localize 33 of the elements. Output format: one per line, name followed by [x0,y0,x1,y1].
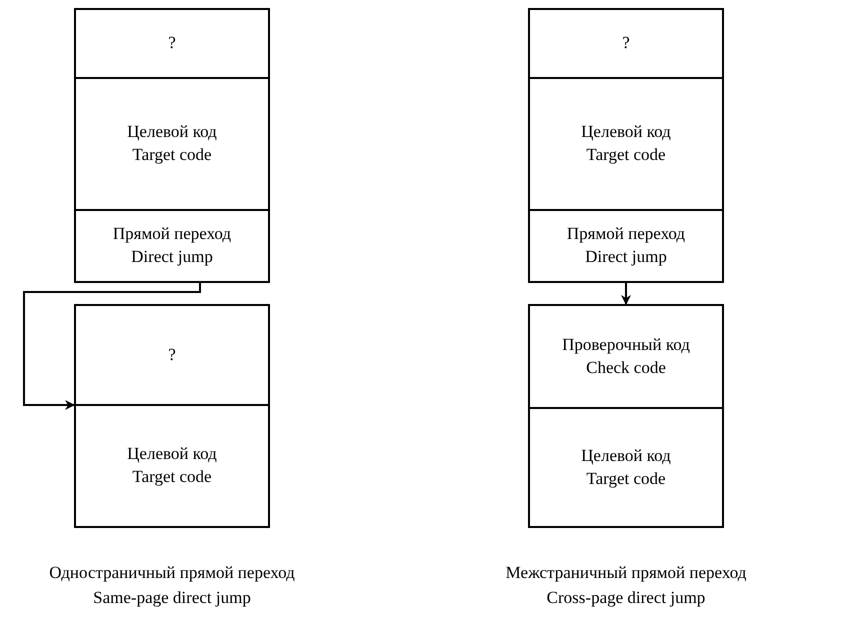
arrow [621,283,631,305]
memory-block [74,404,270,528]
memory-block [528,407,724,528]
block-text: Target code [132,466,212,488]
memory-block [74,8,270,79]
caption: Cross-page direct jump [546,588,706,608]
memory-block [528,77,724,211]
block-text: Check code [586,356,666,378]
block-text: ? [622,32,630,54]
caption: Межстраничный прямой переход [506,563,746,583]
block-text: Целевой код [127,443,217,466]
block-text: Целевой код [581,444,671,467]
memory-block [74,209,270,283]
caption: Одностраничный прямой переход [49,563,295,583]
block-text: Прямой переход [566,223,686,246]
memory-block [528,8,724,79]
block-text: Прямой переход [112,223,232,246]
memory-block [528,304,724,409]
block-text: ? [168,32,176,54]
block-text: Целевой код [127,121,217,144]
block-text: Target code [132,144,212,166]
block-text: Целевой код [581,121,671,144]
memory-block [528,209,724,283]
arrow [23,283,201,410]
block-text: Target code [586,144,666,166]
memory-block [74,304,270,406]
block-text: Проверочный код [562,334,690,356]
block-text: ? [168,344,176,366]
caption: Same-page direct jump [93,588,251,608]
memory-block [74,77,270,211]
block-text: Direct jump [585,246,667,268]
block-text: Direct jump [131,246,213,268]
block-text: Target code [586,468,666,490]
